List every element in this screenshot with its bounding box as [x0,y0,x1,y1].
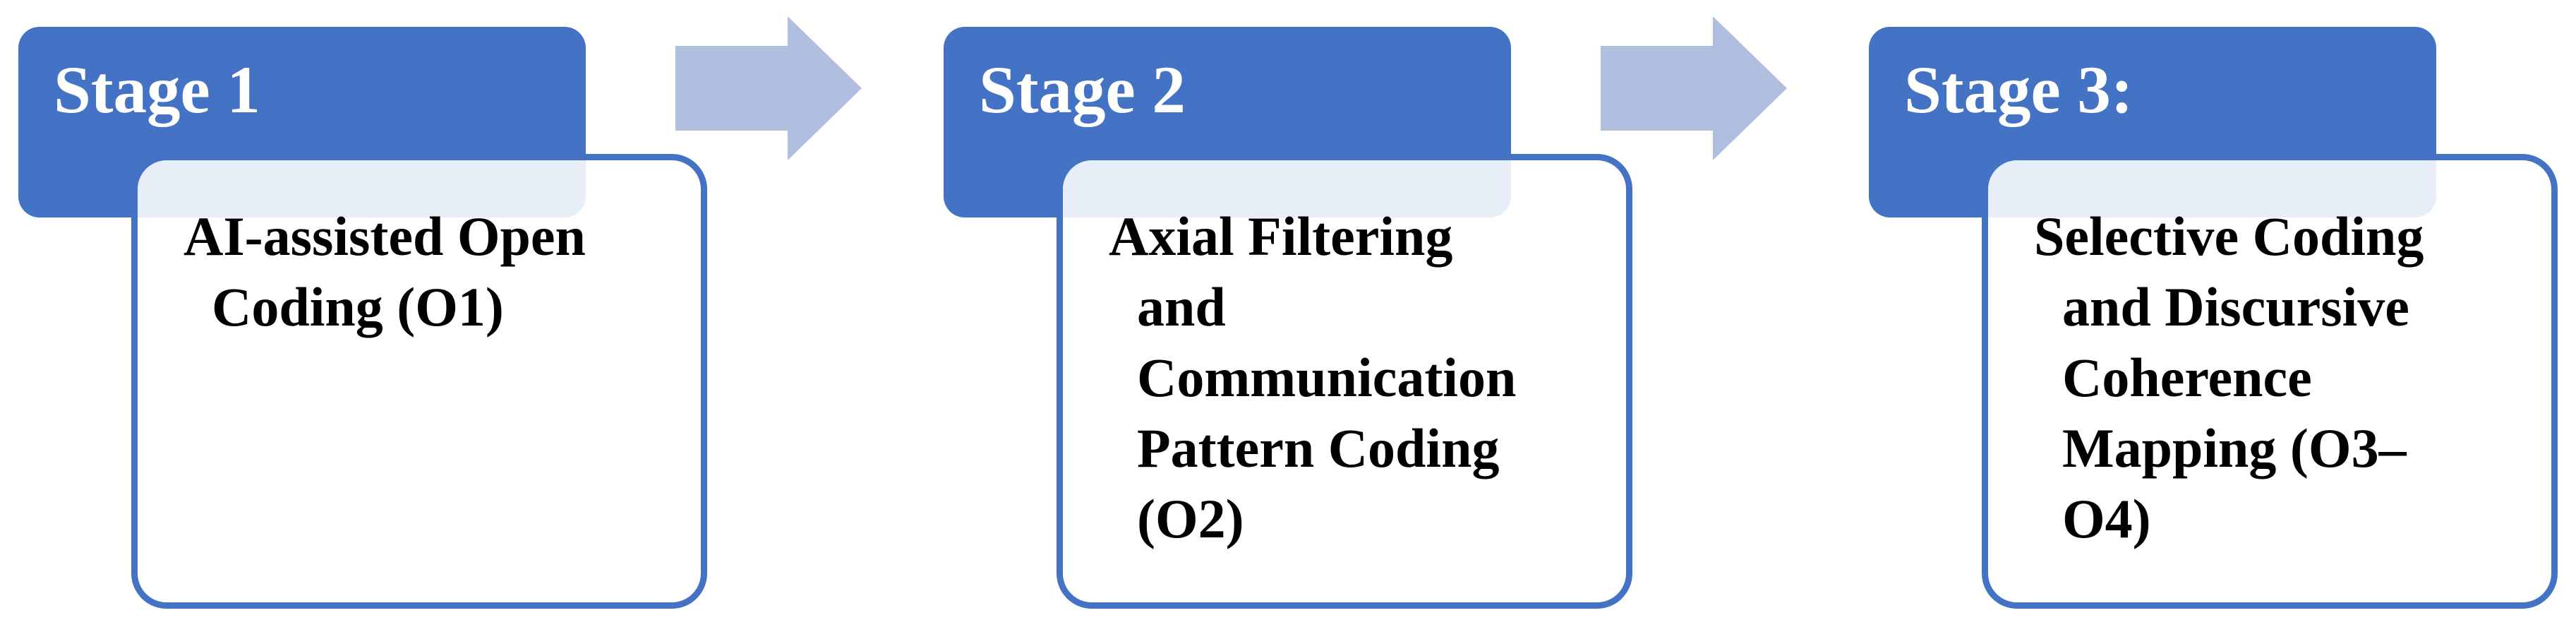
stage-3-body-text: Selective Coding and Discursive Coherenc… [2034,205,2424,549]
arrow-right-shape [675,16,862,160]
arrow-right-shape [1601,16,1787,160]
stage-1-body-text: AI-assisted Open Coding (O1) [183,205,586,338]
stage-1-title: Stage 1 [54,52,260,127]
stage-2-body-text: Axial Filtering and Communication Patter… [1109,205,1517,549]
stage-2-title: Stage 2 [979,52,1186,127]
stage-1-card: AI-assisted Open Coding (O1) [131,154,707,609]
stage-3-title: Stage 3: [1904,52,2133,127]
arrow-right-icon [1601,16,1787,160]
stage-2-card: Axial Filtering and Communication Patter… [1057,154,1632,609]
stage-3-card: Selective Coding and Discursive Coherenc… [1982,154,2558,609]
arrow-right-icon [675,16,862,160]
